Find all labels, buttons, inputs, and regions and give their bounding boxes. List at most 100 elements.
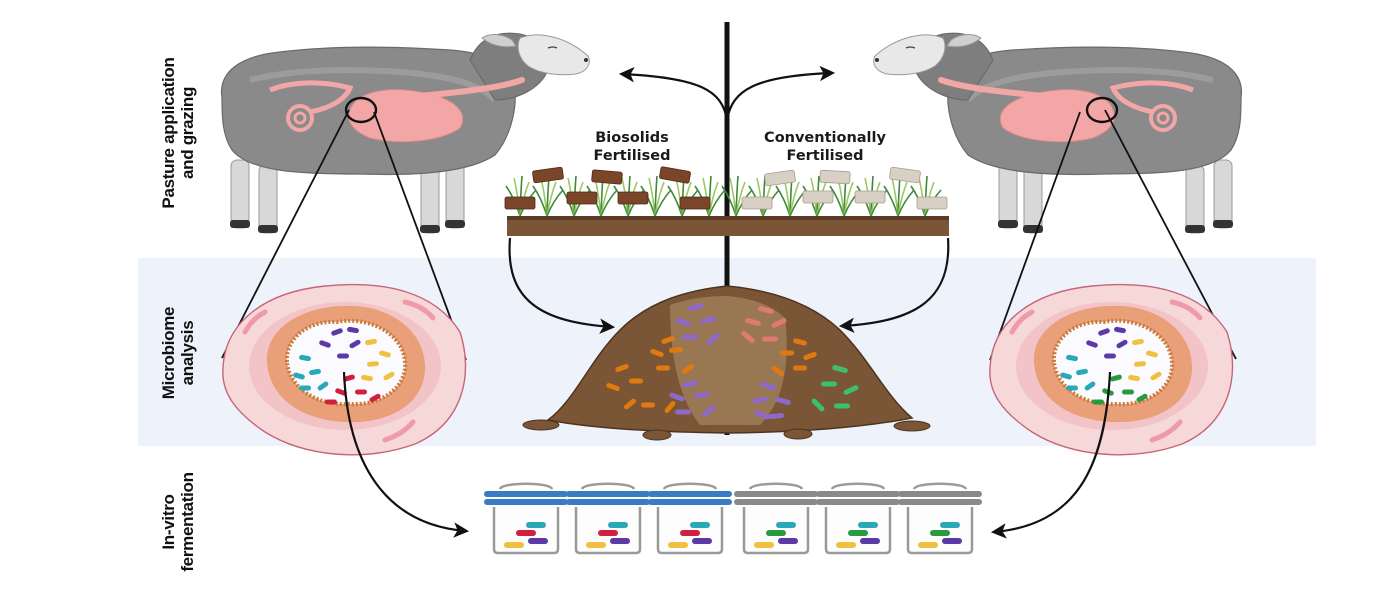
grass-blade <box>897 189 915 217</box>
pasture-strip <box>504 166 949 236</box>
biosolids-fermentation-vessel <box>648 482 732 555</box>
sheep-leg <box>230 159 250 229</box>
soil-bacterium-orange <box>615 363 629 373</box>
gut-bacterium-yellow <box>379 350 391 358</box>
vessel-lid-bottom <box>484 499 568 505</box>
vessel-handle <box>748 482 804 490</box>
grass-tuft <box>775 175 807 217</box>
vessel-bacterium-teal <box>940 522 960 528</box>
sheep-hoof <box>1185 225 1205 233</box>
sheep-intestine-spiral <box>1149 104 1177 132</box>
row-label-fermentation-line1: In-vitro <box>159 494 178 550</box>
sheep-ear <box>946 34 982 48</box>
gut-tissue-cross-section-right <box>989 283 1234 456</box>
grass-blade <box>654 189 672 217</box>
gut-bacterium-accent <box>1122 389 1134 395</box>
conventional-fertiliser-pellet <box>741 196 773 210</box>
sheep-intestine <box>1109 80 1194 115</box>
grass-tuft <box>505 175 537 217</box>
pasture-soil-top <box>507 216 949 220</box>
vessel-lid-top <box>816 491 900 497</box>
vessel-lid-bottom <box>648 499 732 505</box>
gut-bacterium-accent <box>1110 374 1122 382</box>
sheep-gut-magnifier-circle <box>344 96 378 124</box>
soil-bacterium-orange <box>629 378 643 384</box>
vessel-lid-top <box>566 491 650 497</box>
gut-bacterium-purple <box>1114 326 1126 334</box>
grass-tuft <box>694 175 726 217</box>
sheep-leg <box>258 164 278 234</box>
sheep-intestine-spiral-inner <box>293 111 307 125</box>
sheep-hoof <box>258 225 278 233</box>
soil-bacterium-orange <box>793 338 807 346</box>
soil-bacterium-orange <box>664 401 676 413</box>
row-label-pasture-line1: Pasture application <box>159 57 178 209</box>
gut-bacterium-accent <box>355 389 367 395</box>
soil-pile-light-center <box>670 296 787 425</box>
soil-bacterium-red <box>741 330 755 344</box>
sheep-hoof <box>445 220 465 228</box>
soil-clod <box>893 420 931 432</box>
gut-bacterium-teal <box>293 372 305 380</box>
group-title-conventional-line2: Fertilised <box>786 148 864 164</box>
vessel-lid-bottom <box>898 499 982 505</box>
soil-bacterium-orange <box>669 347 683 353</box>
soil-bacterium-purple <box>682 380 698 388</box>
soil-bacterium-orange <box>793 365 807 371</box>
sheep-ear <box>481 34 517 48</box>
soil-clod <box>783 428 813 440</box>
soil-bacterium-purple <box>702 404 716 418</box>
gut-bacterium-yellow <box>365 338 377 346</box>
grass-blade <box>729 177 737 217</box>
sheep-intestine-spiral-inner <box>1156 111 1170 125</box>
vessel-bacterium-accent <box>766 530 786 536</box>
row-label-microbiome-line1: Microbiome <box>159 306 178 400</box>
gut-bacterium-yellow <box>1134 361 1146 367</box>
fermentation-vessels <box>484 482 982 555</box>
conventional-fertiliser-pellet <box>854 190 886 204</box>
conventional-fertiliser-pellet <box>819 169 851 185</box>
sheep-leg <box>420 164 440 234</box>
grass-tuft <box>640 175 672 217</box>
soil-bacterium-orange <box>650 348 664 358</box>
soil-clod <box>642 429 672 441</box>
vessel-bacterium-teal <box>608 522 628 528</box>
tissue-vessel-mark <box>242 309 268 335</box>
vessel-handle <box>498 482 554 490</box>
conventional-fertiliser-pellet <box>764 169 796 187</box>
soil-bacterium-orange <box>681 363 695 375</box>
gut-bacterium-teal <box>1060 372 1072 380</box>
soil-bacterium-purple <box>669 392 685 402</box>
gut-bacterium-accent <box>1092 399 1104 405</box>
soil-bacterium-red <box>745 318 761 326</box>
vessel-bacterium-teal <box>858 522 878 528</box>
vessel-bacterium-purple <box>942 538 962 544</box>
soil-bacterium-red <box>762 336 778 342</box>
grass-blade <box>546 189 564 217</box>
vessel-lid-top <box>484 491 568 497</box>
vessel-bacterium-purple <box>692 538 712 544</box>
gut-bacterium-accent <box>343 374 355 382</box>
vessel-bacterium-yellow <box>586 542 606 548</box>
sheep-intestine-spiral <box>286 104 314 132</box>
vessel-bacterium-teal <box>526 522 546 528</box>
soil-bacterium-purple <box>682 334 698 340</box>
vessel-bacterium-yellow <box>836 542 856 548</box>
gut-bacterium-teal <box>1066 385 1078 391</box>
group-title-biosolids-fertilised: Biosolids Fertilised <box>594 129 671 165</box>
sheep-gut-magnifier-circle <box>1085 96 1119 124</box>
vessel-bacterium-accent <box>516 530 536 536</box>
soil-bacterium-purple <box>700 316 716 324</box>
group-title-conventional-line1: Conventionally <box>764 130 886 146</box>
grass-blade <box>540 177 548 217</box>
gut-tissue-cross-section-left <box>222 283 467 456</box>
sheep-leg <box>1213 159 1233 229</box>
soil-bacterium-purple <box>760 381 776 391</box>
gut-bacterium-teal <box>299 354 311 362</box>
vessel-bacterium-purple <box>778 538 798 544</box>
grass-blade <box>600 189 618 217</box>
vessel-bacterium-yellow <box>504 542 524 548</box>
gut-bacterium-teal <box>1066 354 1078 362</box>
